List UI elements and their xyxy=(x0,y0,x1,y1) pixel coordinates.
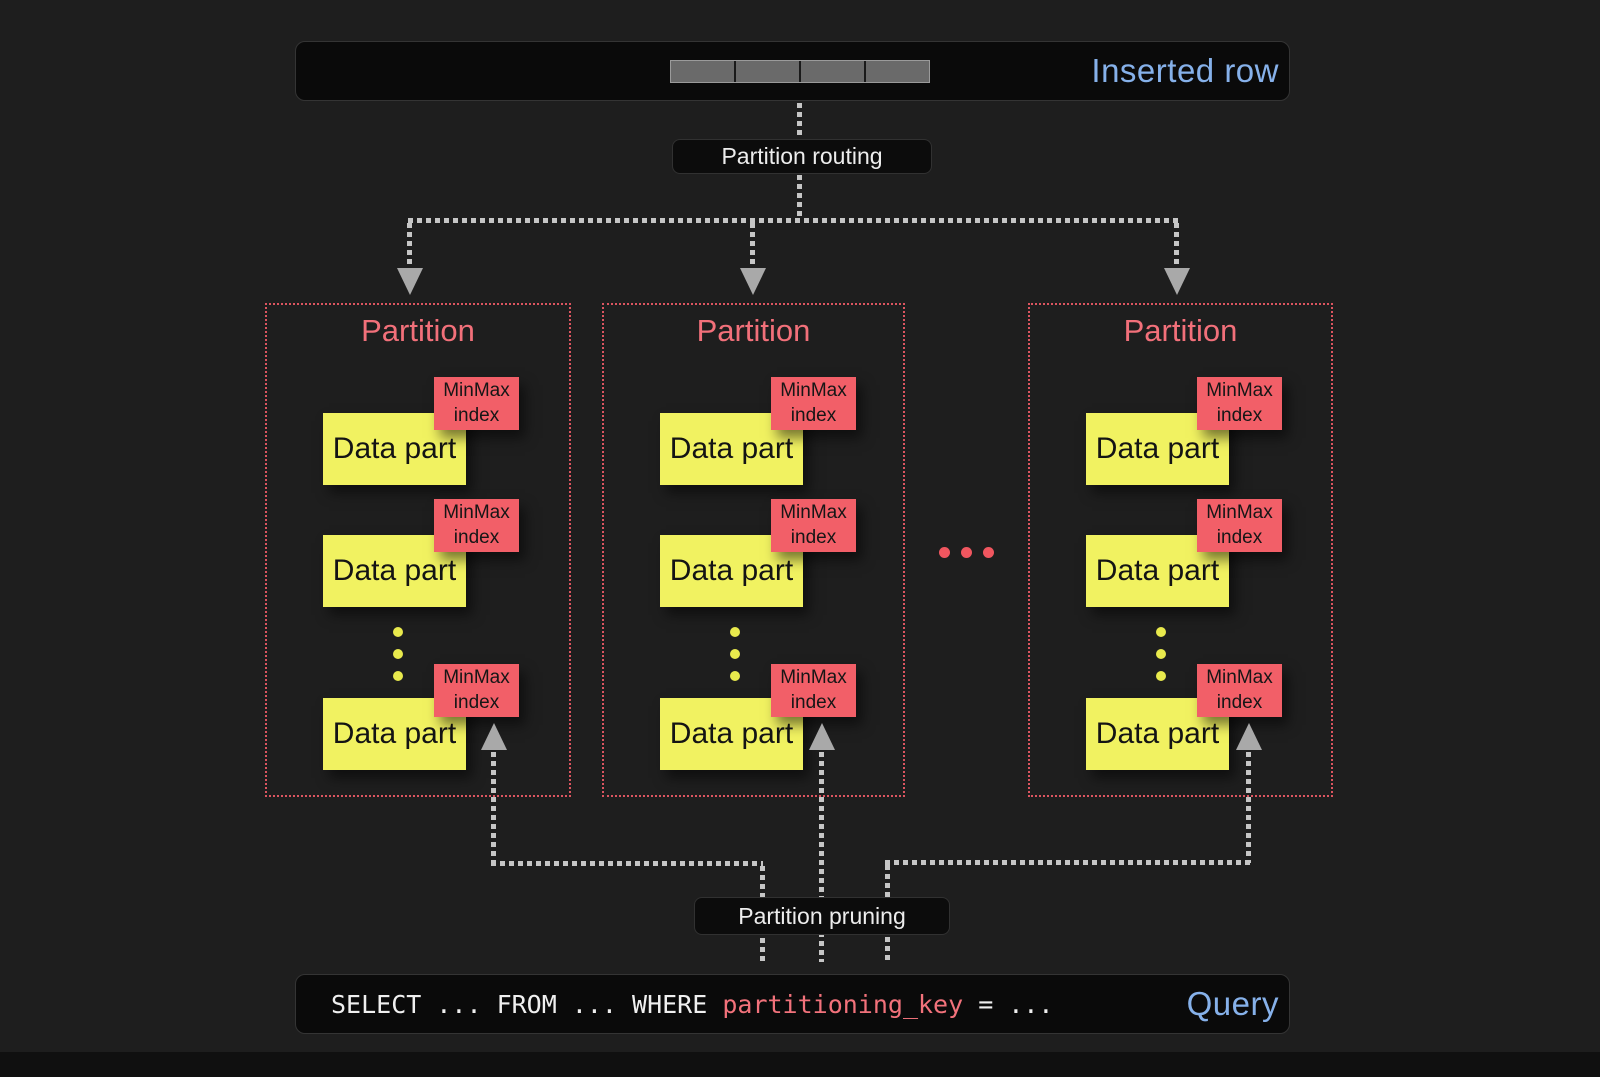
arrow-down-icon xyxy=(740,268,766,295)
row-cell xyxy=(734,61,799,82)
partition-title: Partition xyxy=(1123,313,1238,348)
query-box: SELECT ... FROM ... WHERE partitioning_k… xyxy=(295,974,1290,1034)
ellipsis-dot xyxy=(939,547,950,558)
minmax-index-badge: MinMax index xyxy=(771,377,856,430)
more-parts-dot xyxy=(393,649,403,659)
branch-line-middle xyxy=(750,223,755,268)
more-parts-dot xyxy=(393,627,403,637)
partition-title: Partition xyxy=(696,313,811,348)
minmax-index-badge: MinMax index xyxy=(434,377,519,430)
bottom-bar xyxy=(0,1052,1600,1077)
inserted-row-label: Inserted row xyxy=(1091,52,1279,89)
sql-suffix: = ... xyxy=(963,989,1054,1019)
row-cell xyxy=(799,61,864,82)
routing-branch-line xyxy=(408,218,1182,223)
arrow-up-icon xyxy=(1236,723,1262,750)
pruning-line-left-horizontal xyxy=(491,861,763,866)
ellipsis-dot xyxy=(983,547,994,558)
data-part-box: Data part xyxy=(323,698,466,770)
pruning-line-right-horizontal xyxy=(885,860,1251,865)
arrow-down-icon xyxy=(397,268,423,295)
minmax-index-badge: MinMax index xyxy=(1197,499,1282,552)
partition-box-3: Partition MinMax index Data part MinMax … xyxy=(1028,303,1333,797)
arrow-up-icon xyxy=(481,723,507,750)
arrow-up-icon xyxy=(809,723,835,750)
arrow-down-icon xyxy=(1164,268,1190,295)
minmax-index-badge: MinMax index xyxy=(771,664,856,717)
partition-box-2: Partition MinMax index Data part MinMax … xyxy=(602,303,905,797)
more-parts-dot xyxy=(730,627,740,637)
pruning-line-middle xyxy=(819,752,824,962)
more-parts-dot xyxy=(1156,627,1166,637)
inserted-row-box: Inserted row xyxy=(295,41,1290,101)
more-parts-dot xyxy=(730,649,740,659)
data-part-box: Data part xyxy=(1086,413,1229,485)
more-parts-dot xyxy=(1156,649,1166,659)
branch-line-right xyxy=(1174,223,1179,268)
query-label: Query xyxy=(1186,985,1279,1022)
partition-routing-label: Partition routing xyxy=(672,139,932,174)
partition-pruning-text: Partition pruning xyxy=(738,902,906,929)
minmax-index-badge: MinMax index xyxy=(771,499,856,552)
pruning-line-left-up xyxy=(491,752,496,864)
partition-routing-text: Partition routing xyxy=(721,143,883,169)
minmax-index-badge: MinMax index xyxy=(1197,664,1282,717)
row-cell xyxy=(864,61,929,82)
partition-box-1: Partition MinMax index Data part MinMax … xyxy=(265,303,571,797)
branch-line-left xyxy=(407,223,412,268)
pruning-line-right-up xyxy=(1246,752,1251,863)
sql-partitioning-key: partitioning_key xyxy=(722,989,964,1019)
ellipsis-dot xyxy=(961,547,972,558)
partition-title: Partition xyxy=(361,313,475,348)
minmax-index-badge: MinMax index xyxy=(434,664,519,717)
row-cell xyxy=(671,61,734,82)
minmax-index-badge: MinMax index xyxy=(434,499,519,552)
more-parts-dot xyxy=(730,671,740,681)
sql-text: SELECT ... FROM ... WHERE partitioning_k… xyxy=(331,975,1053,1033)
ellipsis-dots xyxy=(939,547,994,558)
inserted-row-cells xyxy=(670,60,930,83)
partition-pruning-label: Partition pruning xyxy=(694,897,950,935)
minmax-index-badge: MinMax index xyxy=(1197,377,1282,430)
more-parts-dot xyxy=(393,671,403,681)
more-parts-dot xyxy=(1156,671,1166,681)
sql-prefix: SELECT ... FROM ... WHERE xyxy=(331,989,723,1019)
